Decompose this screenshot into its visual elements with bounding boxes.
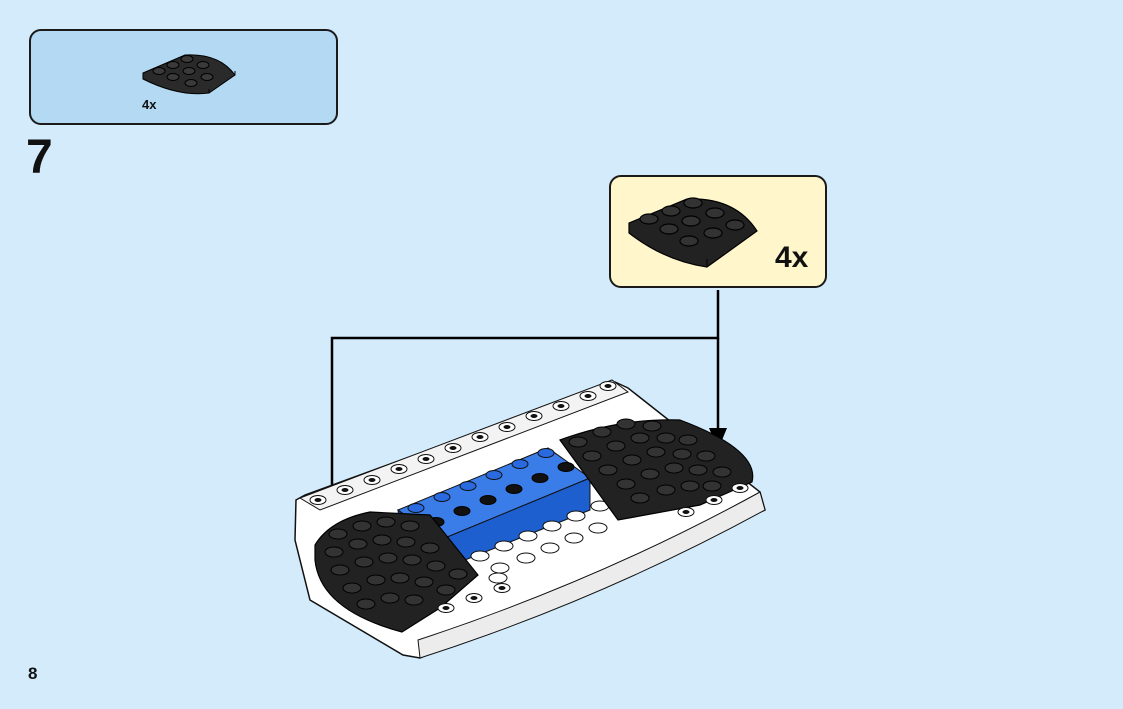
white-floor-studs — [470, 500, 610, 584]
white-wall-studs — [309, 381, 617, 505]
round-corner-plate-icon — [628, 197, 758, 268]
black-plate-right — [559, 418, 754, 521]
parts-list-box: 4x — [29, 29, 338, 125]
parts-quantity: 4x — [142, 97, 157, 112]
step-number: 7 — [26, 131, 53, 184]
placement-arrows — [330, 290, 720, 512]
callout-quantity: 4x — [775, 241, 809, 274]
page-number: 8 — [28, 664, 38, 683]
callout-box: 4x — [609, 175, 827, 288]
black-plate-left — [314, 511, 479, 633]
round-corner-plate-icon — [142, 54, 236, 95]
